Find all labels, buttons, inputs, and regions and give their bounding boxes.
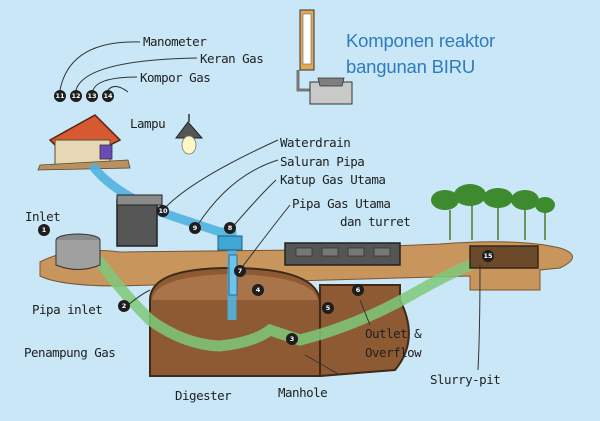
label-overflow: Overflow [365, 345, 422, 360]
marker-9: 9 [189, 222, 201, 234]
label-lampu: Lampu [130, 116, 166, 131]
marker-15: 15 [482, 250, 494, 262]
label-penampung-gas: Penampung Gas [24, 345, 116, 360]
waterdrain-box [116, 199, 158, 247]
plant-stems [449, 205, 546, 240]
label-slurry-pit: Slurry-pit [430, 372, 501, 387]
label-inlet: Inlet [25, 209, 61, 224]
label-pipa-inlet: Pipa inlet [32, 302, 103, 317]
label-outlet: Outlet & [365, 326, 422, 341]
manhole-cover [284, 242, 401, 266]
plants [431, 184, 555, 213]
manometer-tube [302, 13, 312, 65]
leader-lines [59, 41, 481, 376]
house-base [37, 159, 131, 171]
manhole-slabs [295, 247, 391, 257]
label-saluran-pipa: Saluran Pipa [280, 154, 365, 169]
house-door [99, 144, 113, 160]
label-waterdrain: Waterdrain [280, 135, 351, 150]
marker-4: 4 [252, 284, 264, 296]
slurry-flow [94, 249, 506, 352]
lamp-bulb [181, 135, 197, 155]
slurry-pit [469, 245, 539, 269]
label-keran-gas: Keran Gas [200, 51, 264, 66]
label-pipa-gas-utama: Pipa Gas Utama [292, 196, 391, 211]
marker-7: 7 [234, 265, 246, 277]
marker-2: 2 [118, 300, 130, 312]
gas-tap-pipe [296, 70, 310, 92]
marker-11: 11 [54, 90, 66, 102]
label-dan-turret: dan turret [340, 214, 411, 229]
marker-13: 13 [86, 90, 98, 102]
waterdrain-lid [116, 194, 163, 206]
marker-1: 1 [38, 224, 50, 236]
marker-8: 8 [224, 222, 236, 234]
marker-6: 6 [352, 284, 364, 296]
marker-14: 14 [102, 90, 114, 102]
label-digester: Digester [175, 388, 232, 403]
marker-5: 5 [322, 302, 334, 314]
label-manhole: Manhole [278, 385, 328, 400]
label-katup-gas-utama: Katup Gas Utama [280, 172, 386, 187]
diagram-title-line2: bangunan BIRU [346, 56, 476, 77]
inlet-tank [55, 240, 101, 270]
marker-12: 12 [70, 90, 82, 102]
main-gas-valve [217, 235, 243, 251]
cooking-pot [317, 77, 345, 87]
diagram-title-line1: Komponen reaktor [346, 30, 496, 51]
marker-10: 10 [157, 205, 169, 217]
marker-3: 3 [286, 333, 298, 345]
label-manometer: Manometer [143, 34, 207, 49]
label-kompor-gas: Kompor Gas [140, 70, 211, 85]
